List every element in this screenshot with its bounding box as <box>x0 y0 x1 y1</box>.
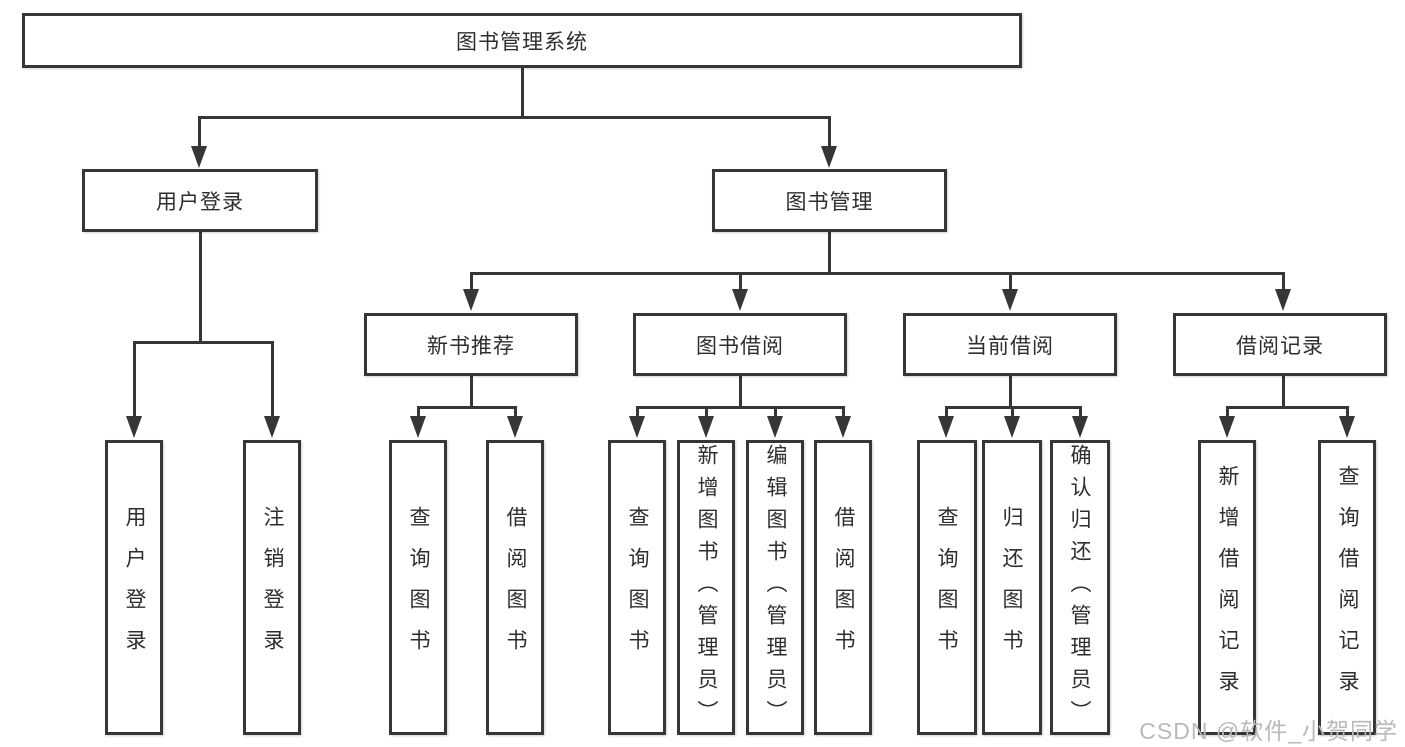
leaf-edit-book-admin: 编辑图书（管理员） <box>746 440 804 735</box>
connector-book-mgmt-stem <box>828 232 831 275</box>
leaf-user-login: 用户登录 <box>105 440 163 735</box>
arrow-down-icon <box>938 416 954 438</box>
connector-current-stem <box>1009 376 1012 409</box>
connector-line <box>828 116 831 148</box>
leaf-return-book: 归还图书 <box>982 440 1042 735</box>
leaf-add-borrow-record: 新增借阅记录 <box>1198 440 1256 735</box>
connector-line <box>945 406 948 418</box>
connector-book-mgmt-branch <box>470 272 1285 275</box>
leaf-borrow-books-borrowing: 借阅图书 <box>814 440 872 735</box>
node-library-system: 图书管理系统 <box>22 13 1022 68</box>
node-new-book-recommendation: 新书推荐 <box>364 313 578 376</box>
arrow-down-icon <box>126 416 142 438</box>
csdn-watermark: CSDN @软件_小贺同学 <box>1139 718 1398 744</box>
arrow-down-icon <box>629 416 645 438</box>
leaf-query-borrow-record: 查询借阅记录 <box>1318 440 1376 735</box>
arrow-down-icon <box>191 146 207 168</box>
connector-book-borrow-stem <box>739 376 742 409</box>
connector-new-book-stem <box>470 376 473 409</box>
node-borrowing-records: 借阅记录 <box>1173 313 1387 376</box>
arrow-down-icon <box>835 416 851 438</box>
arrow-down-icon <box>1002 289 1018 311</box>
connector-records-branch <box>1226 406 1349 409</box>
connector-root-stem <box>521 68 524 118</box>
connector-level2-branch <box>199 116 831 119</box>
arrow-down-icon <box>264 416 280 438</box>
leaf-query-books-current: 查询图书 <box>917 440 977 735</box>
node-user-login: 用户登录 <box>82 169 318 232</box>
leaf-query-books-borrowing: 查询图书 <box>608 440 666 735</box>
connector-line <box>1011 406 1014 418</box>
connector-line <box>271 341 274 418</box>
connector-book-borrow-branch <box>636 406 845 409</box>
node-book-borrowing: 图书借阅 <box>633 313 847 376</box>
connector-line <box>1282 272 1285 291</box>
arrow-down-icon <box>698 416 714 438</box>
arrow-down-icon <box>1219 416 1235 438</box>
arrow-down-icon <box>507 416 523 438</box>
arrow-down-icon <box>463 289 479 311</box>
connector-line <box>774 406 777 418</box>
arrow-down-icon <box>732 289 748 311</box>
connector-new-book-branch <box>417 406 517 409</box>
leaf-query-books-recommend: 查询图书 <box>389 440 447 735</box>
connector-user-login-branch <box>133 341 274 344</box>
connector-line <box>198 116 201 148</box>
arrow-down-icon <box>1275 289 1291 311</box>
connector-line <box>1226 406 1229 418</box>
arrow-down-icon <box>1339 416 1355 438</box>
connector-line <box>1346 406 1349 418</box>
connector-user-login-stem <box>199 232 202 343</box>
connector-line <box>739 272 742 291</box>
connector-records-stem <box>1282 376 1285 409</box>
leaf-confirm-return-admin: 确认归还（管理员） <box>1050 440 1110 735</box>
connector-line <box>705 406 708 418</box>
leaf-add-book-admin: 新增图书（管理员） <box>677 440 735 735</box>
arrow-down-icon <box>767 416 783 438</box>
arrow-down-icon <box>821 146 837 168</box>
leaf-logout: 注销登录 <box>243 440 301 735</box>
node-book-management: 图书管理 <box>712 169 947 232</box>
connector-line <box>1079 406 1082 418</box>
connector-line <box>842 406 845 418</box>
arrow-down-icon <box>1072 416 1088 438</box>
connector-line <box>133 341 136 418</box>
arrow-down-icon <box>1004 416 1020 438</box>
arrow-down-icon <box>410 416 426 438</box>
connector-line <box>417 406 420 418</box>
leaf-borrow-books-recommend: 借阅图书 <box>486 440 544 735</box>
connector-line <box>1009 272 1012 291</box>
connector-line <box>470 272 473 291</box>
connector-line <box>514 406 517 418</box>
node-current-borrowing: 当前借阅 <box>903 313 1117 376</box>
connector-line <box>636 406 639 418</box>
